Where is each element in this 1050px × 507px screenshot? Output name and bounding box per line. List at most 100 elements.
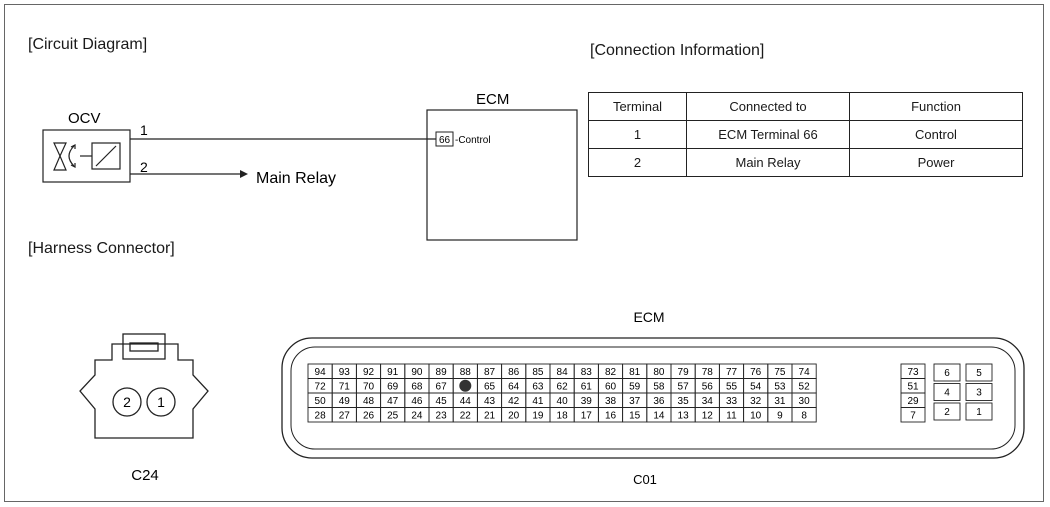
- ecm-pin-label: 83: [581, 367, 593, 378]
- ecm-pin-cell: [965, 383, 993, 401]
- ecm-pin-label: 34: [702, 396, 714, 407]
- ocv-label: OCV: [68, 110, 101, 127]
- ecm-pin-cell: [900, 407, 926, 423]
- cell-terminal: 2: [588, 148, 687, 177]
- ecm-pin-label: 29: [907, 396, 919, 407]
- ecm-terminal-box: [435, 131, 454, 147]
- c24-pin-2: [112, 387, 142, 417]
- ecm-pin-label: 9: [777, 410, 783, 421]
- ecm-pin-label: 19: [532, 410, 544, 421]
- table-row: 2 Main Relay Power: [588, 148, 1023, 177]
- diagram-frame: [4, 4, 1044, 502]
- ecm-pin-label: 80: [653, 367, 665, 378]
- c24-pin-2-label: 2: [123, 394, 131, 410]
- ecm-pin-label: 92: [363, 367, 375, 378]
- ecm-pin-label: 52: [799, 381, 811, 392]
- ecm-pin-label: 25: [387, 410, 399, 421]
- ecm-pin-label: 57: [678, 381, 690, 392]
- c01-label: C01: [633, 472, 657, 487]
- ecm-pin-label: 14: [653, 410, 665, 421]
- ecm-pin-label: 39: [581, 396, 593, 407]
- ecm-pin-label: 51: [907, 381, 919, 392]
- ecm-pin-label: 18: [557, 410, 569, 421]
- ecm-pin-cell: [933, 363, 961, 382]
- ecm-signal-label: -Control: [455, 135, 491, 146]
- ecm-pin-label: 44: [460, 396, 472, 407]
- circuit-diagram-title: [Circuit Diagram]: [28, 36, 148, 53]
- ecm-pin-label: 72: [315, 381, 327, 392]
- harness-connector-title: [Harness Connector]: [28, 240, 175, 257]
- ecm-pin-label: 47: [387, 396, 399, 407]
- ecm-pin-cell: [933, 383, 961, 401]
- ecm-pin-label: 49: [339, 396, 351, 407]
- ecm-connector-title: ECM: [633, 309, 664, 325]
- arrow-right-icon: [240, 170, 248, 178]
- ecm-pin-label: 33: [726, 396, 738, 407]
- ecm-pin-label: 27: [339, 410, 351, 421]
- ecm-pin-label: 81: [629, 367, 641, 378]
- ecm-pin-label: 4: [944, 388, 950, 399]
- ecm-pin-label: 50: [315, 396, 327, 407]
- ecm-pin-label: 79: [678, 367, 690, 378]
- ecm-pin-label: 22: [460, 410, 472, 421]
- ecm-pin-label: 41: [532, 396, 544, 407]
- ecm-pin-label: 46: [411, 396, 423, 407]
- ecm-pin-label: 82: [605, 367, 617, 378]
- ecm-pin-label: 12: [702, 410, 714, 421]
- ecm-pin-label: 37: [629, 396, 641, 407]
- ecm-pin-label: 67: [436, 381, 448, 392]
- ecm-pin-label: 69: [387, 381, 399, 392]
- ecm-pin-label: 11: [726, 410, 737, 421]
- ecm-pin-label: 62: [557, 381, 569, 392]
- ecm-pin-label: 2: [944, 407, 950, 418]
- ecm-pin-label: 71: [339, 381, 351, 392]
- ecm-pin-label: 10: [750, 410, 762, 421]
- ecm-pin-label: 60: [605, 381, 617, 392]
- ecm-pin-label: 35: [678, 396, 690, 407]
- ecm-pin-label: 86: [508, 367, 520, 378]
- connection-table: Terminal Connected to Function 1 ECM Ter…: [588, 92, 1023, 177]
- ecm-pin-label: 28: [315, 410, 327, 421]
- header-connected-to: Connected to: [686, 92, 850, 121]
- ecm-pin-label: 53: [774, 381, 786, 392]
- ecm-pin-label: 32: [750, 396, 762, 407]
- header-function: Function: [849, 92, 1023, 121]
- ecm-pin-label: 26: [363, 410, 375, 421]
- cell-terminal: 1: [588, 120, 687, 149]
- c24-label: C24: [131, 467, 159, 484]
- cell-connected-to: Main Relay: [686, 148, 850, 177]
- connection-table-header: Terminal Connected to Function: [588, 92, 1023, 121]
- ecm-pin-label: 13: [678, 410, 690, 421]
- ecm-pin-label: 31: [774, 396, 786, 407]
- ecm-pin-label: 74: [799, 367, 811, 378]
- ecm-pin-label: 8: [801, 410, 807, 421]
- ocv-box: [42, 129, 131, 183]
- ecm-pin-label: 7: [910, 410, 916, 421]
- ecm-pin-label: 3: [976, 388, 982, 399]
- ecm-pin-label: 65: [484, 381, 496, 392]
- cell-function: Power: [849, 148, 1023, 177]
- ecm-pin-label: 56: [702, 381, 714, 392]
- ecm-title: ECM: [476, 91, 509, 108]
- connection-info-title: [Connection Information]: [590, 42, 765, 59]
- ecm-pin-label: 76: [750, 367, 762, 378]
- ecm-pin-label: 63: [532, 381, 544, 392]
- solenoid-valve-icon: [53, 142, 121, 171]
- ocv-pin1-label: 1: [140, 122, 148, 138]
- ecm-pin-label: 88: [460, 367, 472, 378]
- ecm-pin-label: 40: [557, 396, 569, 407]
- ecm-pin-label: 21: [484, 410, 496, 421]
- ecm-pin-label: 73: [907, 367, 919, 378]
- c24-connector: [79, 333, 209, 439]
- ecm-pin-label: 43: [484, 396, 496, 407]
- ecm-pin-label: 68: [411, 381, 423, 392]
- ecm-pin-cell: [933, 402, 961, 421]
- ecm-pin-label: 48: [363, 396, 375, 407]
- ecm-pin-label: 1: [976, 407, 982, 418]
- ecm-pin-label: 17: [581, 410, 593, 421]
- ecm-pin-label: 84: [557, 367, 569, 378]
- c24-pin-1: [146, 387, 176, 417]
- ecm-box: [426, 109, 578, 241]
